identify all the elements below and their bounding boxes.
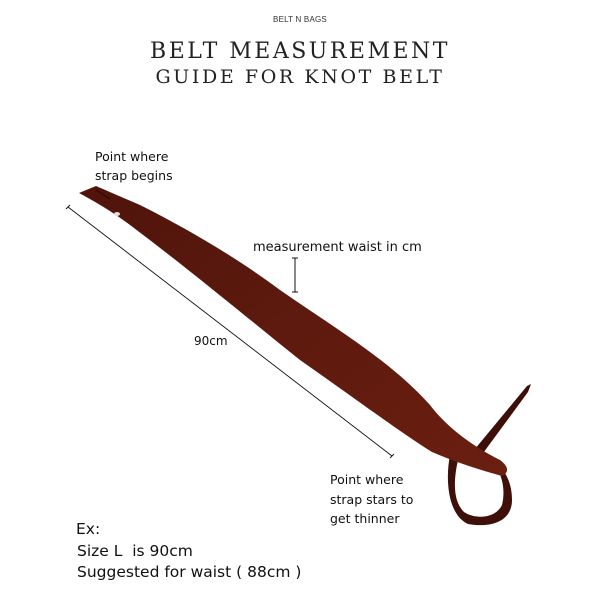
annotation-strap-thinner-line3: get thinner bbox=[330, 511, 400, 526]
annotation-strap-thinner-line1: Point where bbox=[330, 472, 404, 487]
annotation-waist: measurement waist in cm bbox=[253, 240, 422, 255]
annotation-strap-begins-line1: Point where bbox=[95, 149, 169, 164]
brand-label: BELT N BAGS bbox=[273, 15, 327, 24]
length-measure-line bbox=[67, 206, 393, 457]
page-title-line2: GUIDE FOR KNOT BELT bbox=[155, 66, 445, 88]
annotation-strap-begins-line2: strap begins bbox=[95, 168, 173, 183]
belt-tail bbox=[470, 384, 531, 460]
annotation-length: 90cm bbox=[194, 334, 228, 348]
belt-strap bbox=[79, 186, 508, 476]
example-heading: Ex: bbox=[76, 520, 101, 538]
annotation-strap-begins: Point where strap begins bbox=[95, 147, 173, 185]
example-size: Size L is 90cm bbox=[77, 541, 193, 560]
belt-hole bbox=[114, 212, 120, 216]
page-title-line1: BELT MEASUREMENT bbox=[150, 39, 450, 64]
example-suggestion: Suggested for waist ( 88cm ) bbox=[77, 563, 302, 581]
example-block: Ex: Size L is 90cm Suggested for waist (… bbox=[76, 519, 301, 584]
annotation-strap-thinner: Point where strap stars to get thinner bbox=[330, 470, 413, 529]
annotation-strap-thinner-line2: strap stars to bbox=[330, 491, 414, 507]
